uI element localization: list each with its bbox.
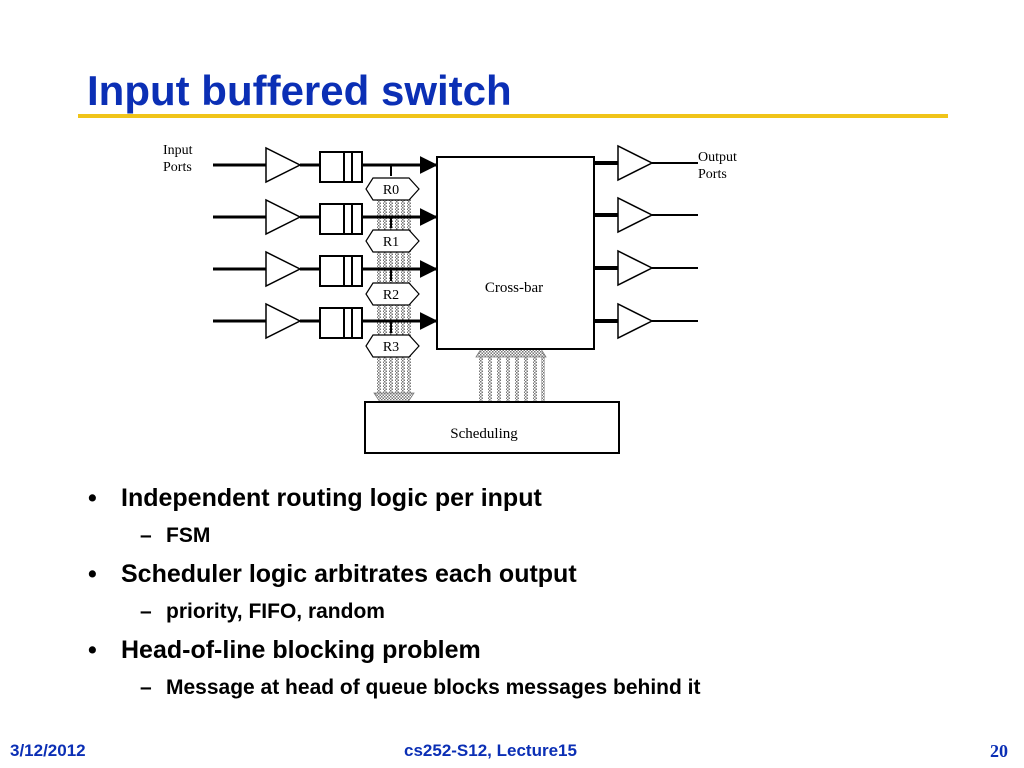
- output-buffer-triangle-icon: [617, 144, 654, 182]
- crossbar: Cross-bar: [436, 156, 595, 350]
- bullet-text: Head-of-line blocking problem: [121, 636, 481, 664]
- bullet-list: • Independent routing logic per input – …: [88, 478, 988, 706]
- input-port-0: [213, 146, 438, 184]
- output-port-3: [594, 302, 698, 340]
- bullet-text: Scheduler logic arbitrates each output: [121, 560, 577, 588]
- sub-bullet-marker: –: [140, 600, 152, 623]
- router-label: R3: [383, 340, 399, 355]
- title-rule: [78, 114, 948, 118]
- input-ports-label-line1: Input: [163, 143, 193, 158]
- input-queue: [319, 151, 363, 183]
- input-queue: [319, 307, 363, 339]
- bullet-item: • Head-of-line blocking problem: [88, 630, 988, 670]
- bullet-marker: •: [88, 484, 97, 512]
- router-label: R0: [383, 183, 399, 198]
- sub-bullet-item: – FSM: [88, 518, 988, 554]
- bullet-text: Independent routing logic per input: [121, 484, 542, 512]
- output-buffer-triangle-icon: [617, 196, 654, 234]
- input-queue: [319, 203, 363, 235]
- bullet-item: • Scheduler logic arbitrates each output: [88, 554, 988, 594]
- output-buffer-triangle-icon: [617, 302, 654, 340]
- footer-date: 3/12/2012: [10, 741, 86, 760]
- router-label: R2: [383, 288, 399, 303]
- bullet-marker: •: [88, 636, 97, 664]
- sub-bullet-text: priority, FIFO, random: [166, 600, 385, 623]
- output-port-2: [594, 249, 698, 287]
- sub-bullet-text: Message at head of queue blocks messages…: [166, 676, 701, 699]
- scheduling-block: Scheduling: [364, 401, 620, 454]
- input-buffer-triangle-icon: [265, 198, 302, 236]
- slide-title: Input buffered switch: [87, 67, 512, 114]
- sub-bullet-item: – Message at head of queue blocks messag…: [88, 670, 988, 706]
- sub-bullet-text: FSM: [166, 524, 211, 547]
- input-port-1: [213, 198, 438, 236]
- router-label: R1: [383, 235, 399, 250]
- output-port-0: [594, 144, 698, 182]
- bullet-marker: •: [88, 560, 97, 588]
- scheduling-label: Scheduling: [450, 426, 518, 442]
- output-port-1: [594, 196, 698, 234]
- output-ports-label-line1: Output: [698, 150, 737, 165]
- router-r2: R2: [365, 282, 420, 306]
- router-r1: R1: [365, 229, 420, 253]
- input-buffer-triangle-icon: [265, 146, 302, 184]
- input-port-3: [213, 302, 438, 340]
- input-port-2: [213, 250, 438, 288]
- crossbar-scheduler-lines: [475, 348, 547, 401]
- crossbar-label: Cross-bar: [485, 280, 543, 296]
- router-r3: R3: [365, 334, 420, 358]
- router-r0: R0: [365, 177, 420, 201]
- output-ports-label-line2: Ports: [698, 167, 727, 182]
- input-queue: [319, 255, 363, 287]
- output-buffer-triangle-icon: [617, 249, 654, 287]
- sub-bullet-item: – priority, FIFO, random: [88, 594, 988, 630]
- sub-bullet-marker: –: [140, 524, 152, 547]
- footer-page-number: 20: [990, 741, 1008, 761]
- bullet-item: • Independent routing logic per input: [88, 478, 988, 518]
- input-buffer-triangle-icon: [265, 302, 302, 340]
- footer-course: cs252-S12, Lecture15: [404, 741, 577, 760]
- input-buffer-triangle-icon: [265, 250, 302, 288]
- input-ports-label-line2: Ports: [163, 160, 192, 175]
- sub-bullet-marker: –: [140, 676, 152, 699]
- switch-diagram: Input Ports Output Ports: [163, 143, 737, 454]
